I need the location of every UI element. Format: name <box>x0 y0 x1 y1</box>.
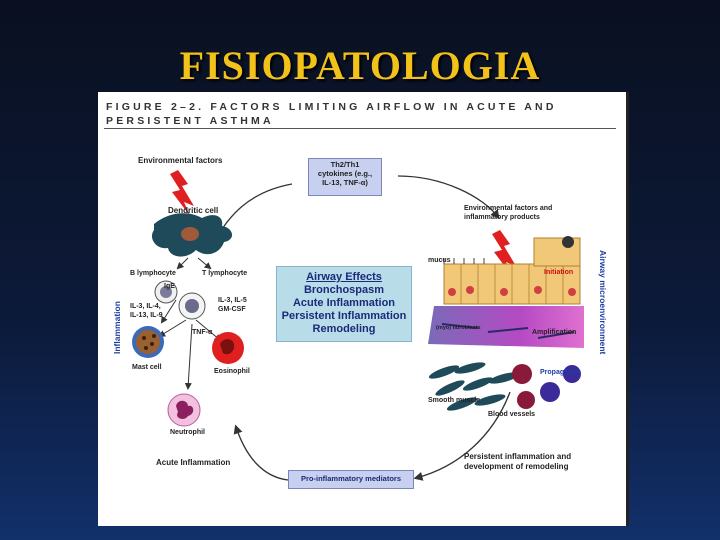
neutrophil-icon <box>167 393 201 427</box>
il-left-label-1: IL-3, IL-4, <box>130 303 161 310</box>
persistent-label-2: development of remodeling <box>464 462 569 471</box>
airway-effect-item: Bronchospasm <box>303 284 385 296</box>
airway-epithelium-icon <box>443 236 581 305</box>
blood-vessel-icon <box>512 364 581 409</box>
airway-effect-item: Persistent Inflammation <box>281 310 407 322</box>
fibroblasts-label: (myo) fibroblasts <box>436 325 481 331</box>
dendritic-cell-icon <box>151 213 233 257</box>
cytokines-box: Th2/Th1 cytokines (e.g., IL-13, TNF-α) <box>308 158 382 196</box>
mucus-label: mucus <box>428 257 451 264</box>
airway-effect-item: Remodeling <box>312 323 376 335</box>
airway-effect-item: Acute Inflammation <box>292 297 396 309</box>
lightning-left-icon <box>170 170 194 216</box>
cytokines-box-line-3: IL-13, TNF-α) <box>322 178 368 187</box>
cytokines-box-line-2: cytokines (e.g., <box>317 169 373 178</box>
caption-line-1: FIGURE 2–2. FACTORS LIMITING AIRFLOW IN … <box>106 101 557 113</box>
eosinophil-label: Eosinophil <box>214 368 250 375</box>
persistent-label-1: Persistent inflammation and <box>464 452 572 461</box>
initiation-label: Initiation <box>544 269 574 276</box>
airway-microenvironment-vertical-label: Airway microenvironment <box>598 250 608 355</box>
smooth-muscle-icon <box>428 362 520 411</box>
environmental-factors-label: Environmental factors <box>138 156 223 165</box>
figure-panel: FIGURE 2–2. FACTORS LIMITING AIRFLOW IN … <box>98 92 629 526</box>
acute-inflammation-label: Acute Inflammation <box>156 458 231 467</box>
amplification-label: Amplification <box>532 329 577 336</box>
caption-rule <box>104 128 616 129</box>
il-left-label-2: IL-13, IL-9 <box>130 312 163 319</box>
dendritic-cell-label: Dendritic cell <box>168 206 219 215</box>
env-products-label-1: Environmental factors and <box>464 205 553 212</box>
blood-vessels-label: Blood vessels <box>488 411 536 418</box>
tnf-label: TNF-α <box>192 329 213 336</box>
inflammation-vertical-label: Inflammation <box>112 301 122 354</box>
arc-top-right <box>397 175 500 220</box>
airway-effects-heading: Airway Effects <box>306 271 382 283</box>
arc-bottom-left <box>233 424 289 481</box>
smooth-muscle-label: Smooth muscle <box>428 397 481 404</box>
figure-illustration <box>132 170 584 481</box>
t-lymphocyte-label: T lymphocyte <box>202 270 248 277</box>
il-right-label-1: IL-3, IL-5 <box>218 297 247 304</box>
env-products-label-2: inflammatory products <box>464 214 540 221</box>
arc-bottom-right <box>413 391 511 481</box>
mast-cell-icon <box>132 326 164 358</box>
caption-line-2: PERSISTENT ASTHMA <box>106 115 274 127</box>
figure-caption: FIGURE 2–2. FACTORS LIMITING AIRFLOW IN … <box>106 100 566 128</box>
ige-label: IgE <box>164 283 175 290</box>
propagation-label: Propagation <box>540 369 581 376</box>
cytokines-box-line-1: Th2/Th1 <box>330 160 360 169</box>
b-lymphocyte-label: B lymphocyte <box>130 270 176 277</box>
lightning-right-icon <box>492 230 516 276</box>
pro-inflammatory-box: Pro-inflammatory mediators <box>288 470 414 489</box>
neutrophil-label: Neutrophil <box>170 429 205 436</box>
airway-effects-box: Airway Effects Bronchospasm Acute Inflam… <box>276 266 412 342</box>
mast-cell-label: Mast cell <box>132 364 162 371</box>
slide-title: FISIOPATOLOGIA <box>179 43 541 88</box>
il-right-label-2: GM-CSF <box>218 306 246 313</box>
eosinophil-icon <box>212 332 244 364</box>
